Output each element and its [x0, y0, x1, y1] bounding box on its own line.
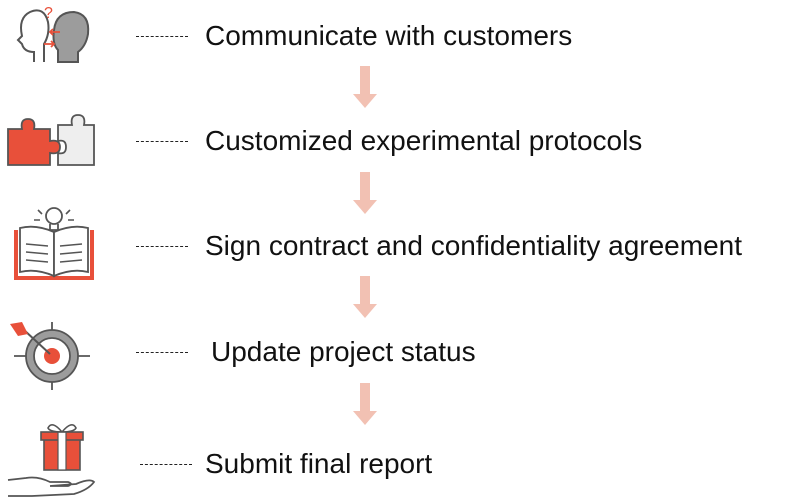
puzzle-icon: [7, 114, 95, 166]
step-label: Sign contract and confidentiality agreem…: [205, 230, 742, 261]
step-label: Customized experimental protocols: [205, 125, 643, 156]
down-arrow-icon: [353, 276, 377, 318]
step-connector-line: [136, 141, 188, 142]
step-contract: Sign contract and confidentiality agreem…: [0, 206, 799, 286]
gift-hand-icon: [7, 424, 96, 497]
step-connector-line: [136, 352, 188, 353]
down-arrow-icon: [353, 172, 377, 214]
step-connector-line: [136, 246, 188, 247]
conversation-icon: ?: [16, 5, 90, 63]
step-update-status: Update project status: [0, 312, 799, 392]
down-arrow-icon: [353, 66, 377, 108]
step-label: Communicate with customers: [205, 20, 573, 51]
step-communicate: ? Communicate with customers: [0, 0, 799, 76]
down-arrow-icon: [353, 383, 377, 425]
step-connector-line: [136, 36, 188, 37]
step-final-report: Submit final report: [0, 420, 799, 500]
svg-text:?: ?: [44, 5, 53, 22]
step-protocols: Customized experimental protocols: [0, 101, 799, 181]
step-label: Submit final report: [205, 448, 433, 479]
target-icon: [10, 322, 90, 390]
step-connector-line: [140, 464, 192, 465]
step-label: Update project status: [211, 336, 476, 367]
book-idea-icon: [14, 207, 94, 280]
